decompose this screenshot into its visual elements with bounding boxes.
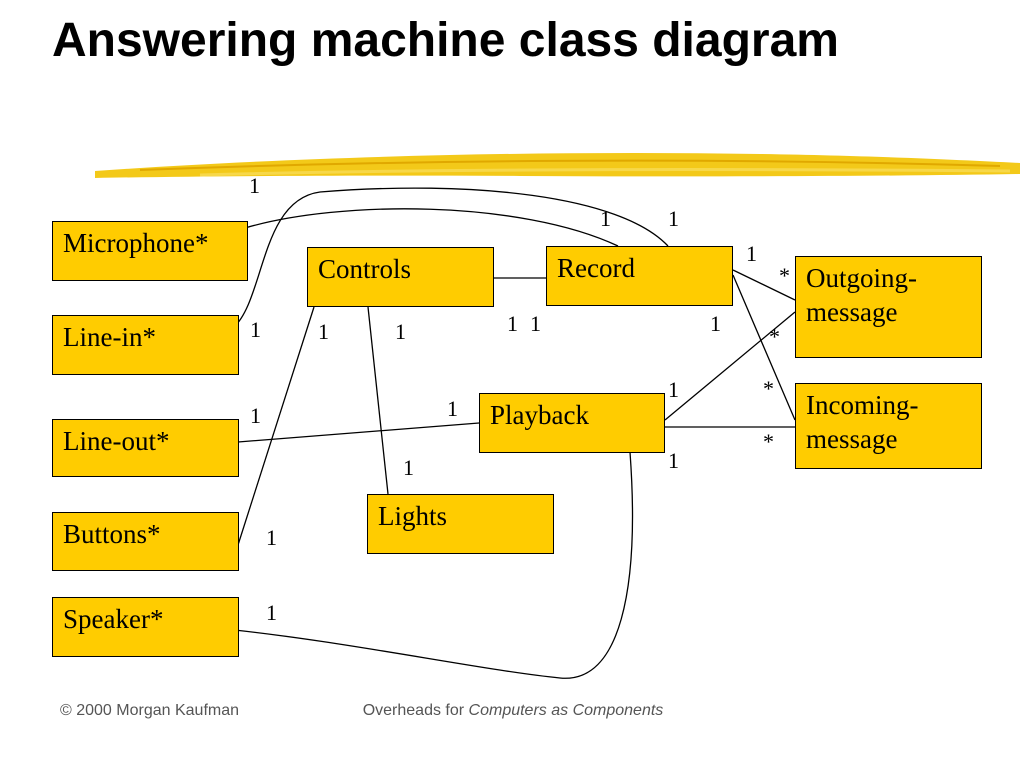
multiplicity-label: 1 [249, 173, 260, 198]
assoc-controls-buttons [237, 306, 315, 546]
assoc-record-incoming [732, 274, 796, 421]
assoc-microphone-record [244, 208, 619, 247]
multiplicity-label: 1 [266, 600, 277, 625]
class-record-label: Record [557, 253, 635, 283]
multiplicity-label: 1 [600, 206, 611, 231]
class-speaker: Speaker* [52, 597, 239, 657]
class-lights: Lights [367, 494, 554, 554]
class-record: Record [546, 246, 733, 306]
class-controls-label: Controls [318, 254, 412, 284]
class-buttons: Buttons* [52, 512, 239, 571]
class-microphone-label: Microphone* [63, 228, 209, 258]
multiplicity-label: 1 [318, 319, 329, 344]
multiplicity-label: 1 [668, 377, 679, 402]
class-outgoing-message-label: Outgoing- message [806, 263, 917, 327]
class-line-out-label: Line-out* [63, 426, 170, 456]
assoc-speaker-playback [214, 451, 634, 679]
assoc-lineout-playback [237, 422, 480, 443]
footer-copyright: © 2000 Morgan Kaufman [60, 702, 240, 719]
class-line-in: Line-in* [52, 315, 239, 375]
class-line-in-label: Line-in* [63, 322, 156, 352]
class-microphone: Microphone* [52, 221, 248, 281]
multiplicity-label: 1 [530, 311, 541, 336]
title-underline-brush [95, 152, 1020, 178]
footer-course-note: Overheads for Computers as Components [360, 700, 666, 722]
multiplicity-label: * [763, 429, 774, 454]
class-incoming-message: Incoming- message [795, 383, 982, 469]
multiplicity-label: 1 [447, 396, 458, 421]
multiplicity-label: 1 [507, 311, 518, 336]
class-controls: Controls [307, 247, 494, 307]
multiplicity-label: 1 [403, 455, 414, 480]
class-speaker-label: Speaker* [63, 604, 164, 634]
multiplicity-label: * [779, 263, 790, 288]
multiplicity-label: 1 [710, 311, 721, 336]
multiplicity-label: 1 [266, 525, 277, 550]
assoc-controls-lights [367, 306, 389, 495]
slide-title: Answering machine class diagram [52, 14, 839, 67]
footer-book-title: Computers as Components [468, 702, 664, 719]
multiplicity-label: 1 [395, 319, 406, 344]
multiplicity-label: 1 [746, 241, 757, 266]
multiplicity-label: 1 [250, 317, 261, 342]
multiplicity-label: 1 [668, 448, 679, 473]
class-buttons-label: Buttons* [63, 519, 161, 549]
assoc-linein-record [232, 187, 669, 329]
assoc-record-outgoing [732, 269, 796, 301]
class-lights-label: Lights [378, 501, 448, 531]
multiplicity-label: 1 [250, 403, 261, 428]
class-incoming-message-label: Incoming- message [806, 390, 919, 454]
class-playback: Playback [479, 393, 665, 453]
footer-course-prefix: Overheads for [362, 702, 469, 719]
multiplicity-label: * [769, 324, 780, 349]
class-line-out: Line-out* [52, 419, 239, 477]
class-outgoing-message: Outgoing- message [795, 256, 982, 358]
multiplicity-label: * [763, 376, 774, 401]
multiplicity-label: 1 [668, 206, 679, 231]
assoc-playback-outgoing [664, 311, 796, 421]
class-playback-label: Playback [490, 400, 589, 430]
